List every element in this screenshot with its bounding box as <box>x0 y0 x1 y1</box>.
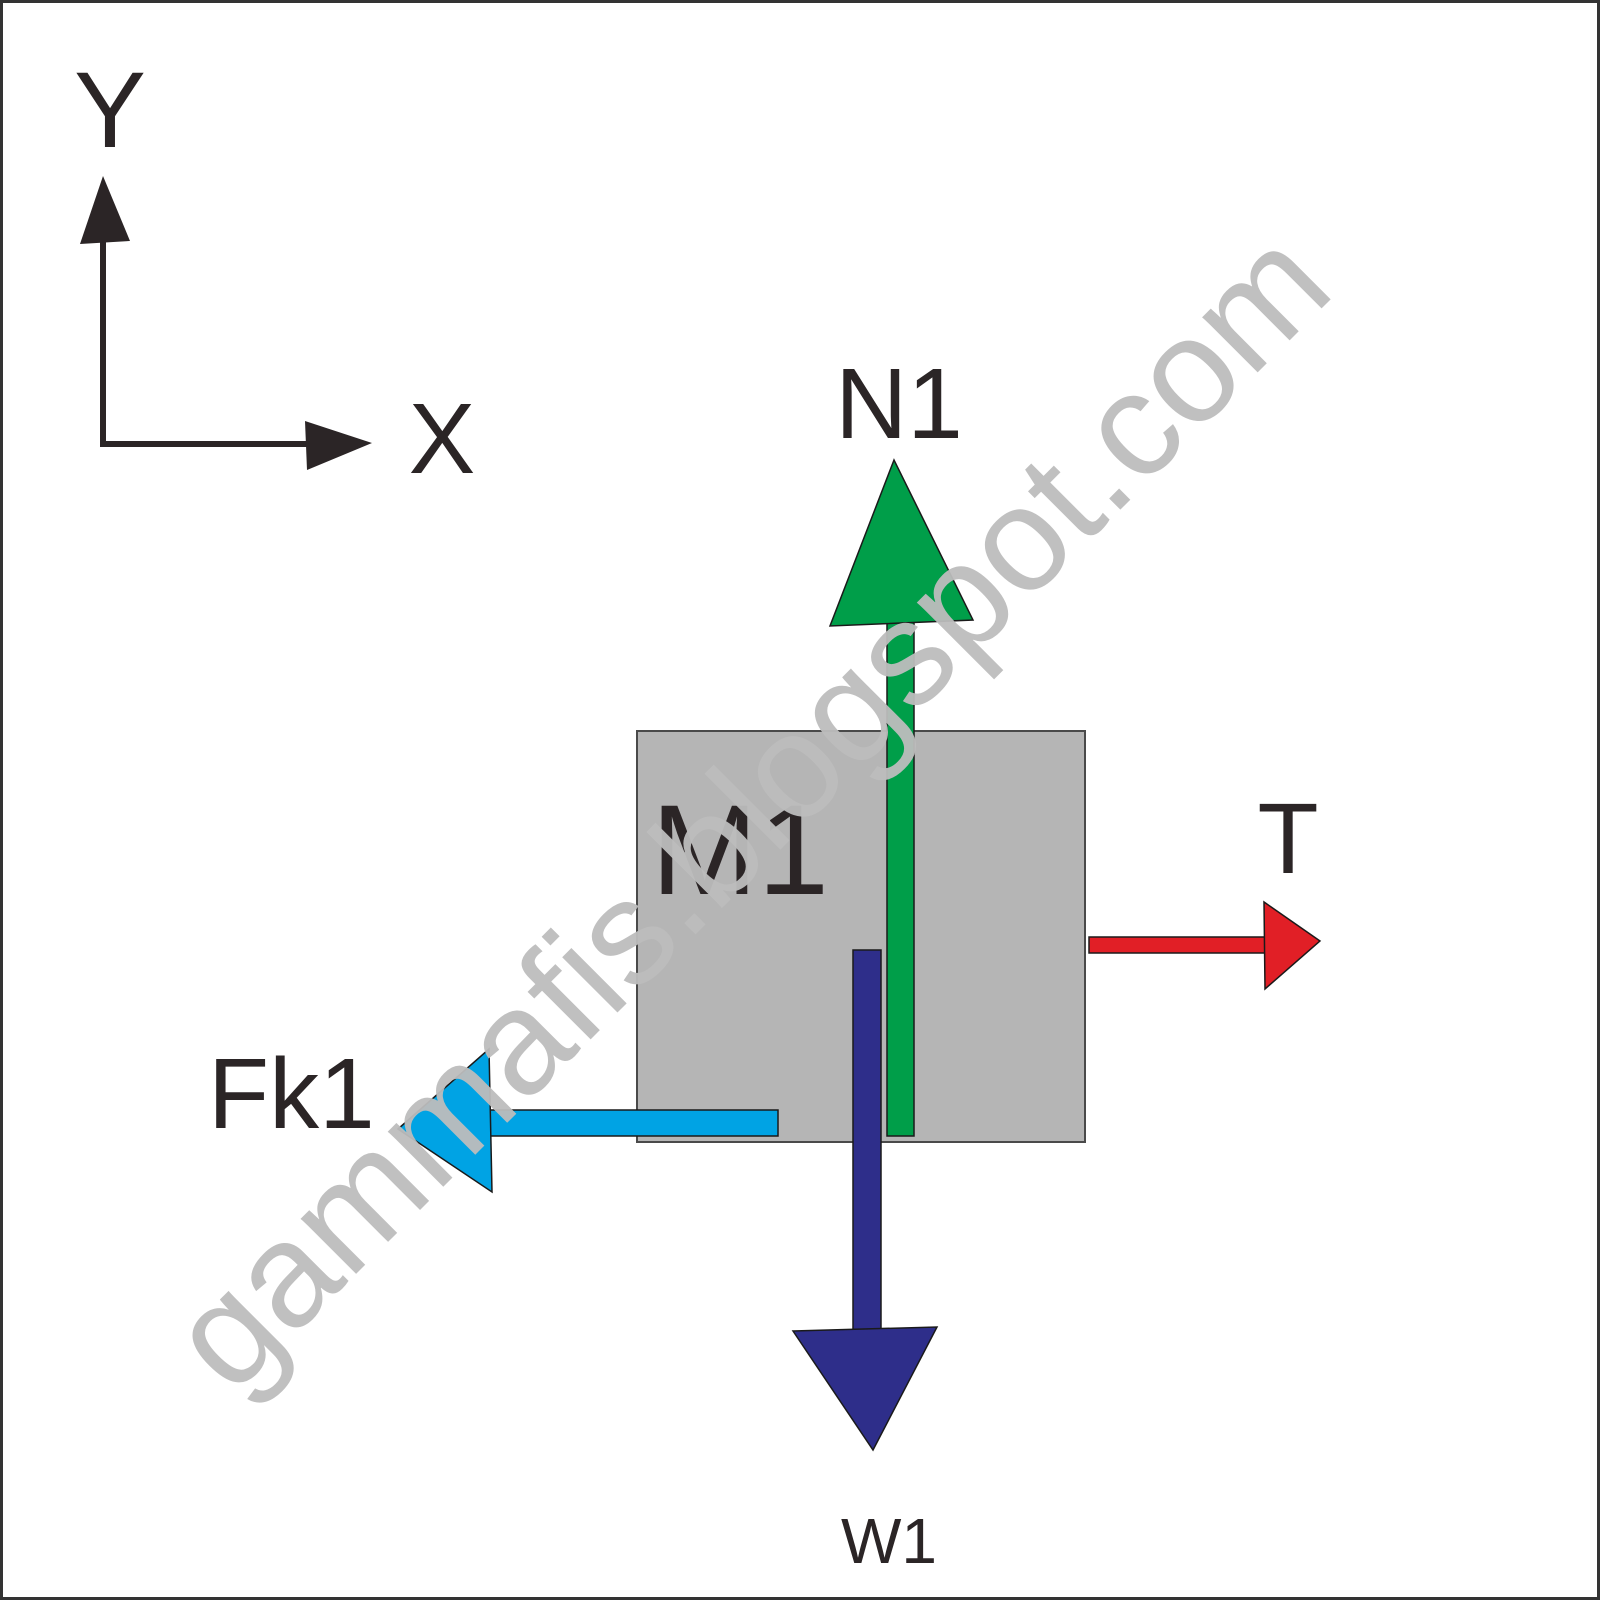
coordinate-axes: Y X <box>74 49 475 495</box>
x-axis-label: X <box>409 383 476 495</box>
normal-arrow-shaft <box>886 621 915 1137</box>
tension-arrowhead <box>1263 900 1322 991</box>
normal-force-arrow <box>828 458 975 1137</box>
friction-force-arrow <box>396 1047 779 1194</box>
tension-arrow-shaft <box>1088 936 1266 954</box>
normal-arrowhead <box>828 458 975 627</box>
block-label: M1 <box>651 779 829 922</box>
tension-force-label: T <box>1257 783 1318 895</box>
y-axis-arrowhead <box>80 176 130 244</box>
weight-arrow-shaft <box>852 949 882 1336</box>
tension-force-arrow <box>1088 900 1322 991</box>
x-axis-arrowhead <box>305 421 372 470</box>
weight-arrowhead <box>791 1326 939 1452</box>
friction-force-label: Fk1 <box>208 1038 375 1150</box>
friction-arrowhead <box>396 1047 493 1194</box>
y-axis-label: Y <box>74 49 146 170</box>
weight-force-arrow <box>791 949 939 1452</box>
weight-force-label: W1 <box>841 1505 937 1577</box>
normal-force-label: N1 <box>835 348 963 460</box>
